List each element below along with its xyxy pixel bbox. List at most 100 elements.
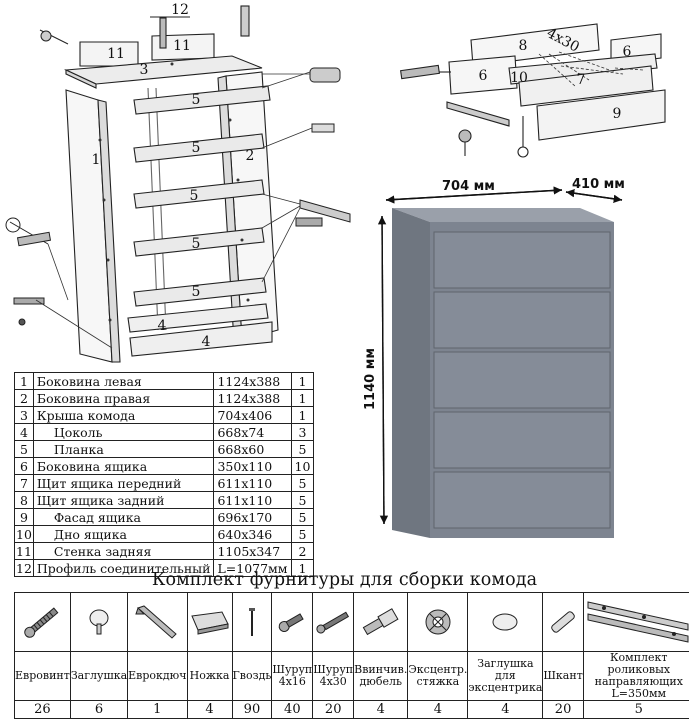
parts-cell-qty: 1 <box>290 372 315 390</box>
hardware-qty: 4 <box>186 700 233 719</box>
hardware-qty: 4 <box>407 700 469 719</box>
hardware-icon-cell <box>582 592 689 652</box>
hardware-icon-cell <box>231 592 273 652</box>
hardware-qty: 4 <box>353 700 409 719</box>
label-1: 1 <box>92 152 101 168</box>
hardware-icon-cell <box>312 592 355 652</box>
hardware-label: Ввинчив. дюбель <box>353 651 409 701</box>
dim-depth: 410 мм <box>572 177 625 192</box>
parts-cell-qty: 1 <box>290 406 315 424</box>
plinth-1 <box>127 303 269 333</box>
parts-cell-dims: 668x60 <box>213 440 292 458</box>
hardware-icon-cell <box>467 592 544 652</box>
parts-cell-qty: 5 <box>290 525 315 543</box>
drawer-label-7: 7 <box>577 72 586 88</box>
drawer-label-6a: 6 <box>623 44 632 60</box>
hardware-label: Гвоздь <box>231 651 273 701</box>
hardware-icon-cell <box>14 592 71 652</box>
parts-cell-n: 10 <box>14 525 34 543</box>
chest-drawer-front <box>433 351 611 409</box>
rail-3 <box>133 179 265 209</box>
rail-5 <box>133 277 267 307</box>
label-5a: 5 <box>192 92 201 108</box>
parts-cell-qty: 5 <box>290 508 315 526</box>
hardware-qty: 20 <box>542 700 584 719</box>
cam-icon <box>408 602 467 642</box>
parts-cell-name: Крыша комода <box>32 406 215 424</box>
hardware-icon-cell <box>407 592 469 652</box>
label-11a: 11 <box>107 46 125 62</box>
parts-cell-n: 1 <box>14 372 34 390</box>
parts-cell-name: Цоколь <box>32 423 215 441</box>
chest-drawer-front <box>433 411 611 469</box>
parts-cell-name: Фасад ящика <box>32 508 215 526</box>
drawer-side-left <box>448 55 518 95</box>
parts-cell-name: Профиль соединительный <box>32 559 215 577</box>
hardware-qty: 5 <box>582 700 689 719</box>
plug-icon <box>71 602 127 642</box>
parts-cell-dims: 1105x347 <box>213 542 292 560</box>
parts-cell-dims: 1124x388 <box>213 389 292 407</box>
parts-cell-name: Стенка задняя <box>32 542 215 560</box>
hardware-label: Евровинт <box>14 651 71 701</box>
parts-cell-n: 8 <box>14 491 34 509</box>
hex-key-icon <box>128 602 186 642</box>
parts-cell-n: 2 <box>14 389 34 407</box>
rail-4 <box>133 227 265 257</box>
plinth-2 <box>129 321 273 357</box>
label-3: 3 <box>140 62 149 78</box>
chest-drawer-front <box>433 231 611 289</box>
parts-cell-name: Дно ящика <box>32 525 215 543</box>
instruction-sheet: 12 11 11 3 1 2 5 5 5 5 5 4 4 <box>5 2 689 719</box>
dim-width: 704 мм <box>442 179 495 194</box>
label-2: 2 <box>246 148 255 164</box>
parts-cell-name: Боковина ящика <box>32 457 215 475</box>
chest-drawer-front <box>433 471 611 529</box>
parts-cell-name: Щит ящика передний <box>32 474 215 492</box>
label-5d: 5 <box>192 236 201 252</box>
parts-cell-dims: 1124x388 <box>213 372 292 390</box>
hardware-qty: 4 <box>467 700 544 719</box>
label-5b: 5 <box>192 140 201 156</box>
parts-cell-qty: 10 <box>290 457 315 475</box>
hardware-qty: 26 <box>14 700 71 719</box>
drawer-facade <box>536 89 666 141</box>
hardware-icon-cell <box>186 592 233 652</box>
hardware-qty: 40 <box>271 700 314 719</box>
rail-2 <box>133 133 265 163</box>
parts-cell-n: 6 <box>14 457 34 475</box>
parts-cell-qty: 5 <box>290 491 315 509</box>
screw-short-icon <box>272 602 312 642</box>
parts-cell-n: 4 <box>14 423 34 441</box>
parts-cell-dims: 611x110 <box>213 474 292 492</box>
parts-cell-n: 3 <box>14 406 34 424</box>
hardware-icon-cell <box>271 592 314 652</box>
hardware-icon-cell <box>353 592 409 652</box>
parts-cell-name: Боковина левая <box>32 372 215 390</box>
parts-cell-name: Планка <box>32 440 215 458</box>
parts-cell-qty: 3 <box>290 423 315 441</box>
hardware-qty: 6 <box>69 700 129 719</box>
label-5e: 5 <box>192 284 201 300</box>
drawer-front-inner <box>518 65 654 107</box>
drawer-label-6b: 6 <box>479 68 488 84</box>
screw-long-icon <box>313 602 353 642</box>
hardware-qty: 1 <box>127 700 188 719</box>
label-5c: 5 <box>190 188 199 204</box>
rail-1 <box>133 85 271 115</box>
hardware-label: Эксцентр. стяжка <box>407 651 469 701</box>
cap-icon <box>468 602 542 642</box>
parts-cell-name: Боковина правая <box>32 389 215 407</box>
parts-cell-n: 9 <box>14 508 34 526</box>
hardware-label: Шуруп 4x16 <box>271 651 314 701</box>
